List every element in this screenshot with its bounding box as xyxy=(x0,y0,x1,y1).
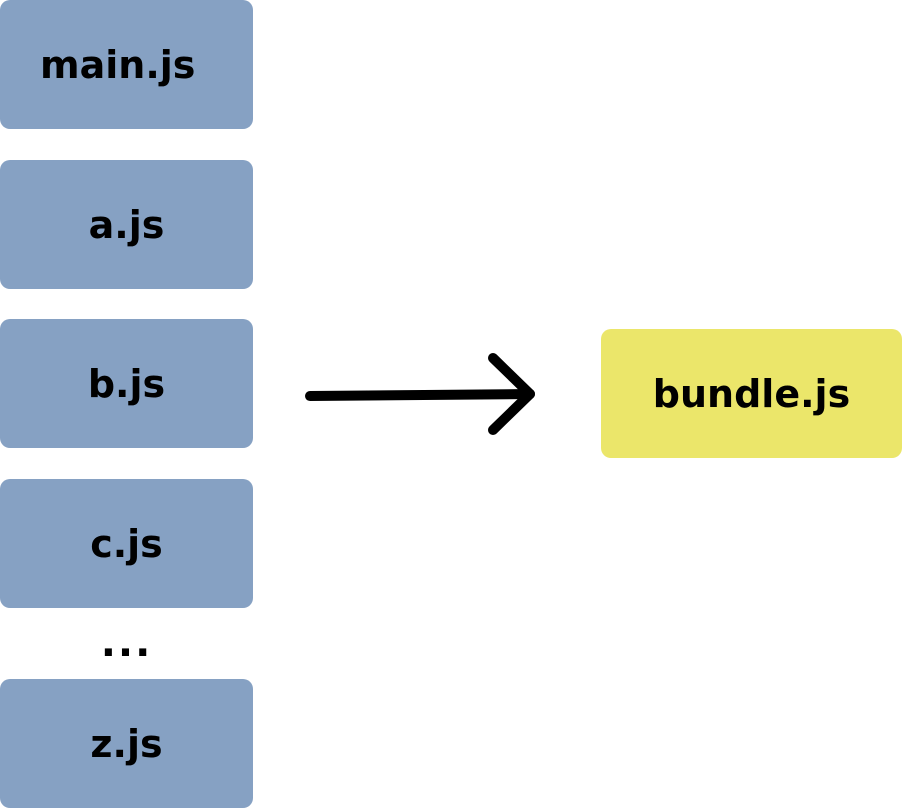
source-file-label: a.js xyxy=(88,202,165,247)
arrow-head xyxy=(488,353,535,435)
source-file-c: c.js xyxy=(0,479,253,608)
source-file-label: b.js xyxy=(87,361,166,406)
bundle-file: bundle.js xyxy=(601,329,902,458)
source-file-a: a.js xyxy=(0,160,253,289)
ellipsis: ... xyxy=(100,620,153,666)
arrow-shaft xyxy=(305,389,535,401)
source-file-main: main.js xyxy=(0,0,253,129)
source-file-b: b.js xyxy=(0,319,253,448)
source-file-label: z.js xyxy=(90,721,163,766)
bundle-file-label: bundle.js xyxy=(652,371,851,416)
source-file-label: main.js xyxy=(40,42,196,87)
right-arrow-icon xyxy=(305,353,535,435)
source-file-z: z.js xyxy=(0,679,253,808)
source-file-label: c.js xyxy=(90,521,163,566)
